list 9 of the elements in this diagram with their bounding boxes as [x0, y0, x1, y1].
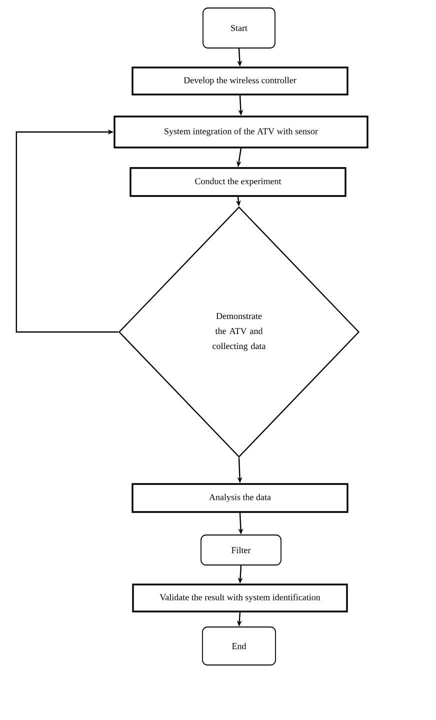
arrow	[16, 129, 118, 333]
process-box: Filter	[200, 534, 282, 566]
terminal-box: End	[202, 626, 276, 666]
process-box: Develop the wireless controller	[132, 66, 348, 96]
process-box: Validate the result with system identification	[132, 584, 348, 612]
process-box: Conduct the experiment	[130, 167, 346, 197]
process-box: Analysis the data	[132, 483, 348, 513]
process-box: System integration of the ATV with sensor	[114, 116, 368, 148]
terminal-box: Start	[202, 8, 276, 48]
